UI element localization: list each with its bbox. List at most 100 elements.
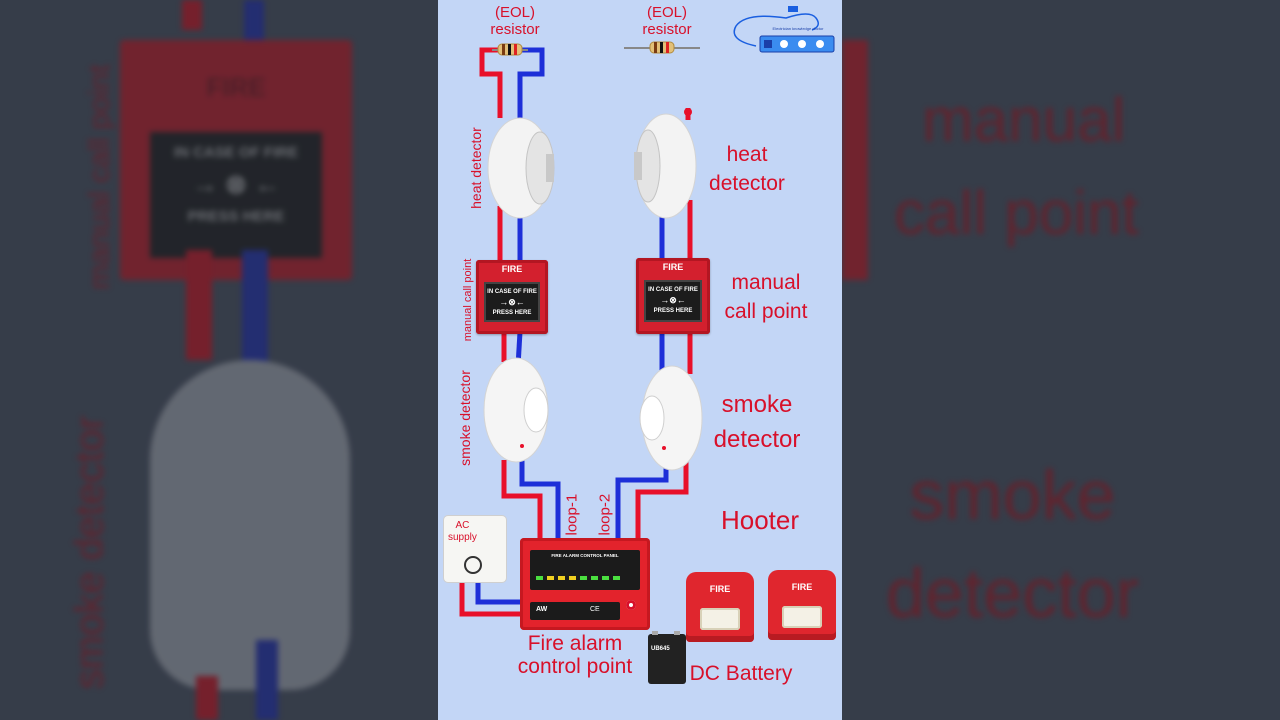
wire-l1-smoke-panel-blue bbox=[519, 460, 561, 540]
label-panel-line1: Fire alarm bbox=[527, 632, 623, 655]
bg-mcp-arrows-icon: → ⊗ ← bbox=[191, 169, 281, 199]
manual-call-point-1: FIRE IN CASE OF FIRE →⊗← PRESS HERE bbox=[476, 260, 548, 334]
label-dc-battery: DC Battery bbox=[689, 662, 793, 685]
bg-mcp-window: IN CASE OF FIRE → ⊗ ← PRESS HERE bbox=[150, 132, 322, 258]
mcp-2-window: IN CASE OF FIRE →⊗← PRESS HERE bbox=[644, 280, 702, 322]
panel-title: FIRE ALARM CONTROL PANEL bbox=[551, 553, 619, 558]
bg-wire-red-2 bbox=[196, 676, 218, 720]
battery-terminal-2 bbox=[674, 631, 680, 635]
eol-label-1: (EOL) resistor bbox=[482, 4, 548, 38]
label-panel-line2: control point bbox=[517, 655, 633, 679]
mcp-1-line1: IN CASE OF FIRE bbox=[487, 289, 537, 295]
background-blur-right: manual call point smoke detector bbox=[842, 0, 1280, 720]
panel-base: AW CE bbox=[530, 602, 620, 620]
label-heat-line2: detector bbox=[709, 172, 785, 196]
bg-shade-right bbox=[842, 0, 1280, 720]
manual-call-point-2: FIRE IN CASE OF FIRE →⊗← PRESS HERE bbox=[636, 258, 710, 334]
label-heat-line1: heat bbox=[726, 143, 768, 166]
bg-right-label-2-line1: smoke bbox=[909, 456, 1116, 534]
bg-wire-blue-top bbox=[244, 0, 264, 40]
bg-right-label-1-line2: call point bbox=[894, 179, 1139, 248]
label-manual-call-point: manual call point bbox=[716, 268, 816, 327]
fire-alarm-control-panel: FIRE ALARM CONTROL PANEL AW CE bbox=[520, 538, 650, 630]
wire-l1-top-blue bbox=[517, 47, 545, 118]
mcp-1-arrows-icon: →⊗← bbox=[499, 297, 525, 308]
ac-supply-socket: AC supply bbox=[444, 516, 506, 582]
label-heat-detector: heat detector bbox=[702, 140, 792, 199]
wire-l2-smoke-panel-red bbox=[635, 462, 689, 540]
bg-wire-red-top bbox=[182, 0, 202, 30]
panel-display: FIRE ALARM CONTROL PANEL bbox=[530, 550, 640, 590]
bg-mcp-fire: FIRE bbox=[206, 72, 266, 102]
logo-caption: Electrician knowledge doctor bbox=[772, 26, 824, 31]
eol-label-2: (EOL) resistor bbox=[634, 4, 700, 38]
mcp-2-line1: IN CASE OF FIRE bbox=[648, 287, 698, 293]
label-control-panel: Fire alarm control point bbox=[500, 632, 650, 678]
ac-supply-label: AC supply bbox=[448, 520, 477, 544]
bg-right-label-2-line2: detector bbox=[886, 554, 1139, 632]
label-mcp-line1: manual bbox=[731, 271, 801, 294]
label-heat-detector-vertical: heat detector bbox=[468, 127, 484, 209]
bg-right-label-2: smoke detector bbox=[886, 446, 1139, 642]
mcp-2-fire: FIRE bbox=[662, 262, 684, 272]
mcp-2-line2: PRESS HERE bbox=[653, 307, 693, 314]
mcp-1-line2: PRESS HERE bbox=[492, 309, 532, 316]
dc-battery: UB645 bbox=[648, 631, 686, 684]
bg-wire-blue-2 bbox=[256, 640, 278, 720]
mcp-1-fire: FIRE bbox=[501, 264, 523, 274]
hooter-2-lens bbox=[782, 606, 822, 628]
panel-ce: CE bbox=[590, 606, 600, 613]
heat-detector-2-icon bbox=[634, 113, 697, 219]
label-smoke-detector-vertical: smoke detector bbox=[457, 370, 473, 466]
eol-resistor-1-icon bbox=[492, 43, 528, 56]
label-smoke-line1: smoke bbox=[721, 391, 793, 418]
bg-wire-red bbox=[186, 250, 212, 360]
bg-mcp-in-case: IN CASE OF FIRE bbox=[173, 144, 299, 161]
bg-right-label-1: manual call point bbox=[894, 74, 1139, 260]
eol-label-1-line1: (EOL) bbox=[494, 4, 535, 21]
bg-mcp-image: FIRE IN CASE OF FIRE → ⊗ ← PRESS HERE bbox=[120, 40, 352, 280]
wire-l1-top-red bbox=[479, 47, 503, 118]
label-manual-call-point-vertical: manual call point bbox=[462, 258, 474, 342]
label-loop-2: loop-2 bbox=[596, 493, 614, 536]
hooter-1-fire: FIRE bbox=[709, 584, 731, 594]
panel-leds bbox=[536, 576, 620, 580]
label-hooter: Hooter bbox=[720, 505, 800, 535]
hooter-2-fire: FIRE bbox=[791, 582, 813, 592]
ac-label-line2: supply bbox=[448, 532, 477, 543]
eol-label-2-line1: (EOL) bbox=[646, 4, 687, 21]
label-loop-1: loop-1 bbox=[563, 493, 581, 536]
eol-label-1-line2: resistor bbox=[490, 20, 540, 38]
bg-mcp-press: PRESS HERE bbox=[187, 208, 285, 225]
mcp-1-window: IN CASE OF FIRE →⊗← PRESS HERE bbox=[484, 282, 540, 322]
socket-outlet-icon bbox=[464, 556, 482, 574]
wire-l2-smoke-panel-blue bbox=[615, 462, 669, 540]
ac-label-line1: AC bbox=[455, 520, 470, 531]
label-smoke-detector: smoke detector bbox=[702, 388, 812, 458]
mcp-2-arrows-icon: →⊗← bbox=[660, 295, 686, 306]
smoke-detector-2-icon bbox=[639, 365, 703, 471]
smoke-detector-1-icon bbox=[483, 357, 549, 463]
hooter-2: FIRE bbox=[768, 570, 836, 640]
wiring-diagram: Electrician knowledge doctor (EOL) resis… bbox=[438, 0, 842, 720]
bg-right-label-1-line1: manual bbox=[922, 86, 1126, 155]
battery-model: UB645 bbox=[651, 646, 670, 652]
bg-shade-left bbox=[0, 0, 438, 720]
label-mcp-line2: call point bbox=[724, 300, 808, 324]
panel-brand: AW bbox=[536, 606, 548, 613]
eol-label-2-line2: resistor bbox=[642, 20, 692, 38]
hooter-1: FIRE bbox=[686, 572, 754, 642]
panel-key-icon bbox=[626, 600, 636, 610]
eol-resistor-2-icon bbox=[624, 41, 700, 54]
bg-right-mcp-edge bbox=[842, 40, 868, 280]
label-smoke-line2: detector bbox=[713, 425, 801, 453]
wiring-svg bbox=[459, 6, 835, 617]
wire-l2-end-dot bbox=[684, 108, 692, 116]
bg-smoke-detector-image bbox=[150, 360, 350, 690]
battery-terminal-1 bbox=[652, 631, 658, 635]
background-blur-left: FIRE IN CASE OF FIRE → ⊗ ← PRESS HERE ma… bbox=[0, 0, 438, 720]
wire-l1-smoke-panel-red bbox=[501, 460, 543, 540]
power-strip-logo-icon bbox=[733, 6, 835, 53]
heat-detector-1-icon bbox=[487, 117, 555, 219]
hooter-1-lens bbox=[700, 608, 740, 630]
